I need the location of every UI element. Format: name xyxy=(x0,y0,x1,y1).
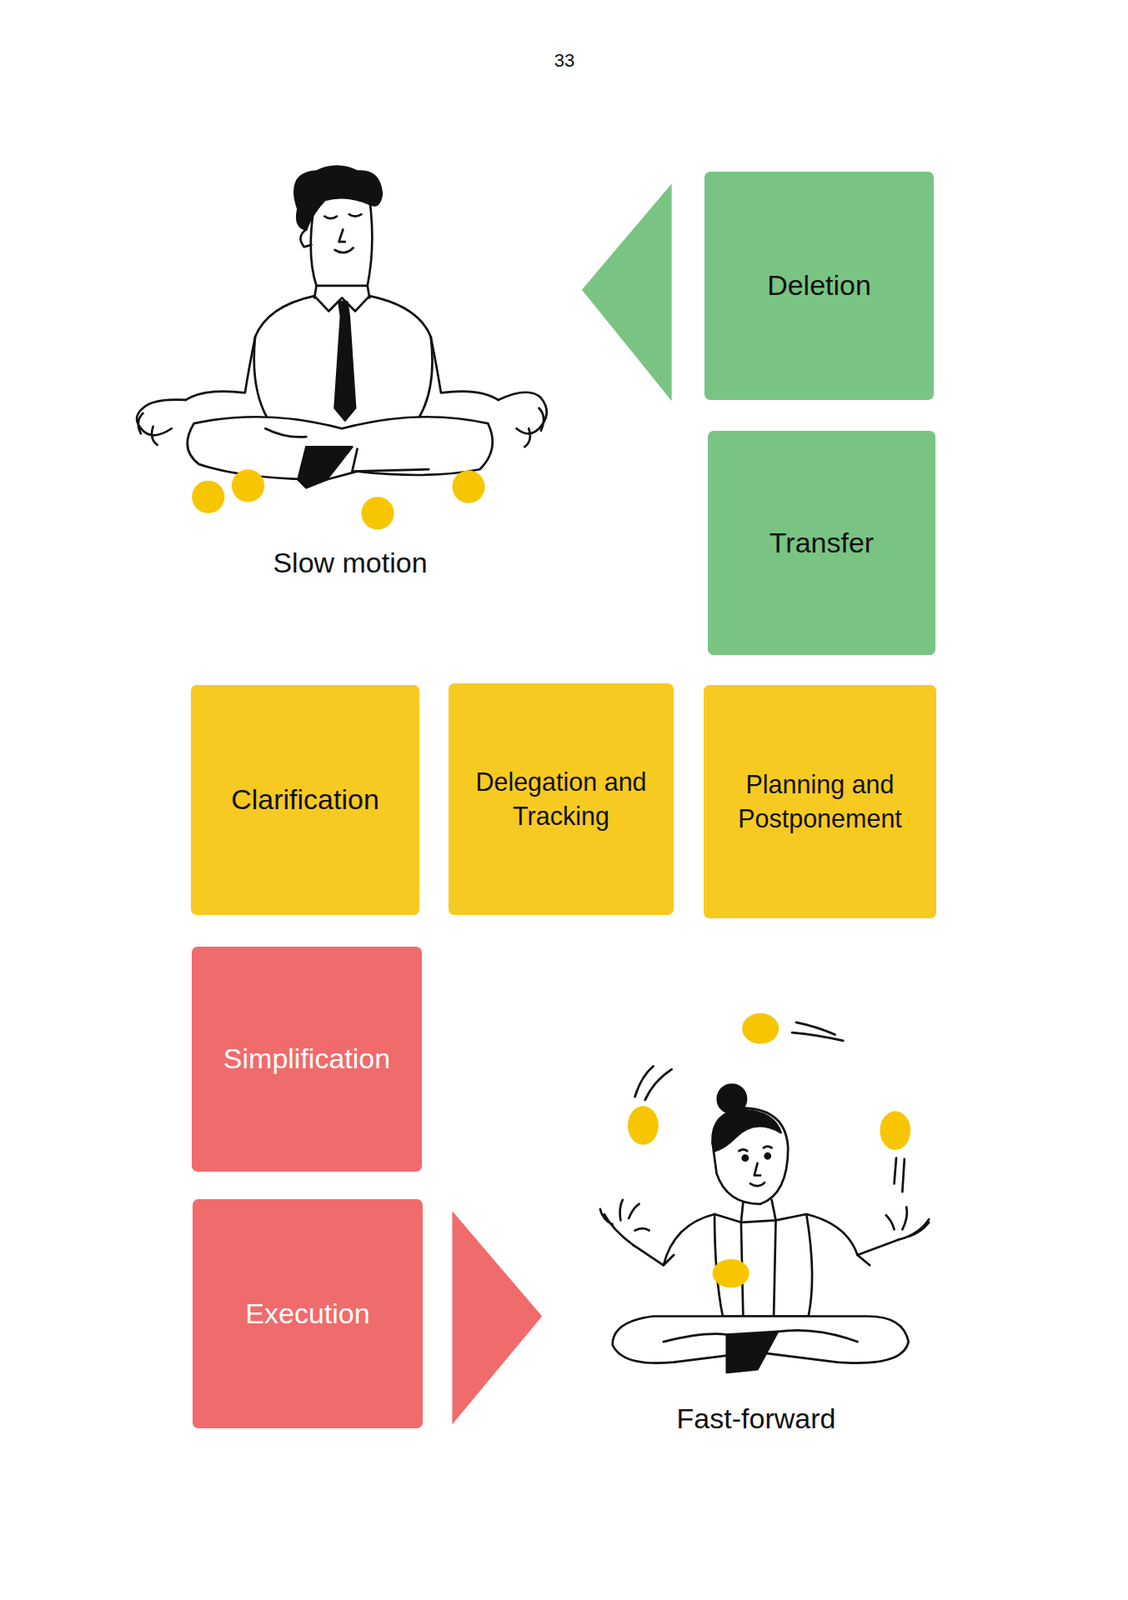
figure-caption: Fast-forward xyxy=(676,1403,837,1436)
box-label: Planning and Postponement xyxy=(703,767,937,837)
figure-caption: Slow motion xyxy=(272,546,427,580)
red-box: Simplification xyxy=(191,947,422,1173)
yellow-box: Clarification xyxy=(190,685,420,916)
page-number: 33 xyxy=(554,50,575,72)
red-box: Execution xyxy=(192,1199,423,1429)
green-arrow xyxy=(581,183,672,402)
green-box: Transfer xyxy=(707,431,936,656)
box-label: Execution xyxy=(236,1295,378,1334)
box-label: Deletion xyxy=(758,266,880,306)
meditating-man xyxy=(136,166,547,531)
green-box: Deletion xyxy=(704,171,934,401)
red-arrow xyxy=(451,1211,542,1425)
yellow-box: Planning and Postponement xyxy=(703,685,937,919)
box-label: Delegation and Tracking xyxy=(448,765,674,834)
yellow-box: Delegation and Tracking xyxy=(448,683,674,916)
juggling-woman xyxy=(600,1013,929,1374)
box-label: Simplification xyxy=(215,1040,399,1079)
box-label: Transfer xyxy=(761,524,883,563)
box-label: Clarification xyxy=(222,781,388,820)
